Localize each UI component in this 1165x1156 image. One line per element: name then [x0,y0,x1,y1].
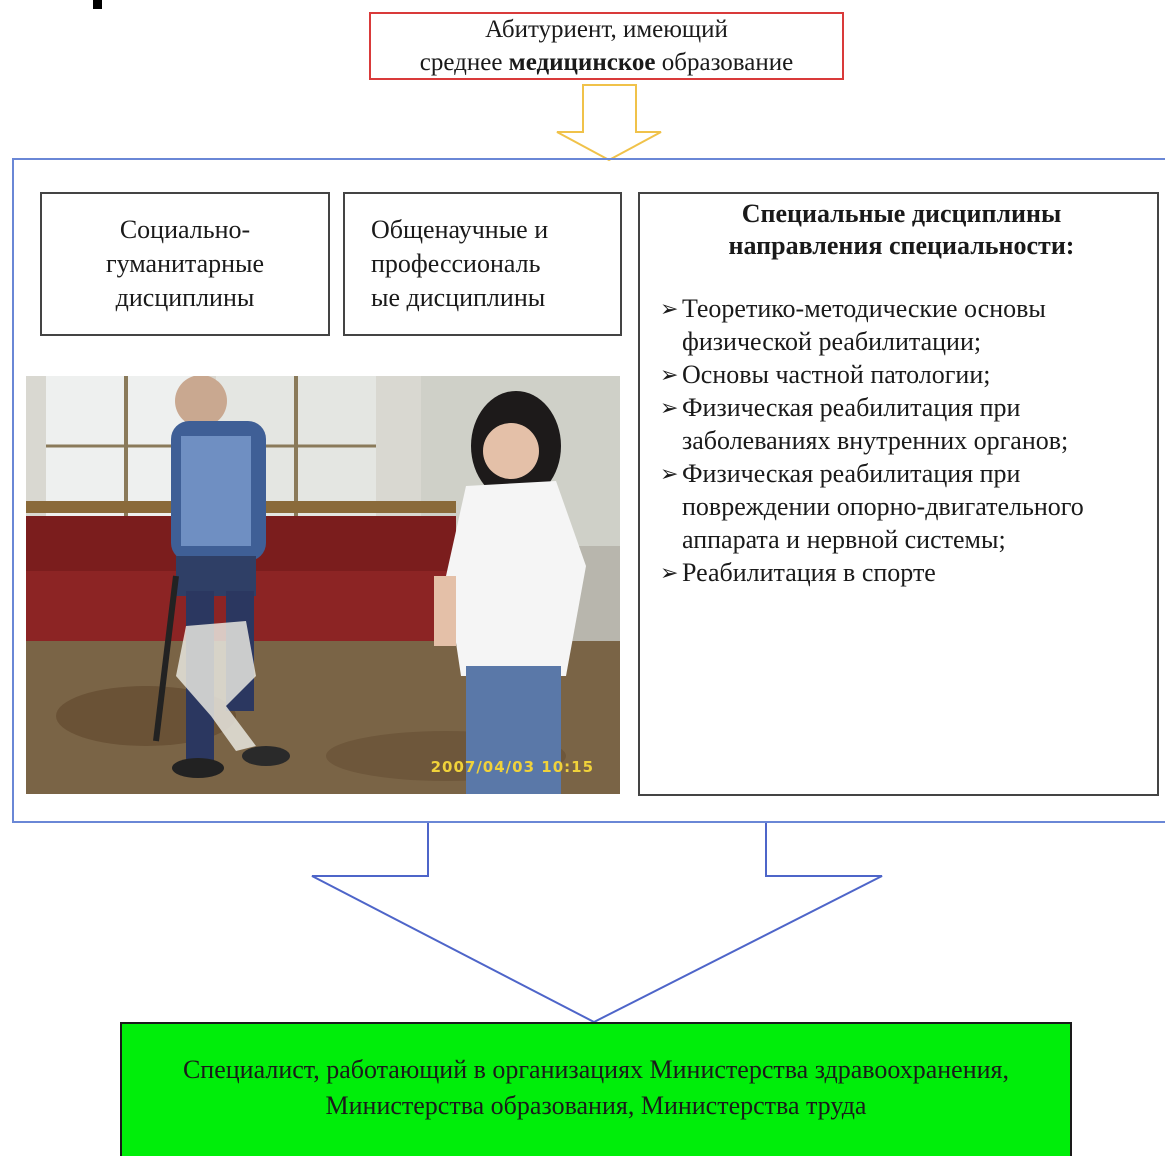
list-item: Физическая реабилитация при повреждении … [660,457,1143,556]
photo-timestamp: 2007/04/03 10:15 [430,758,594,776]
rehabilitation-photo: 2007/04/03 10:15 [26,376,620,794]
list-item: Теоретико-методические основы физической… [660,292,1143,358]
bottom-down-arrow [311,822,883,1024]
special-disciplines-title: Специальные дисциплины направления специ… [728,199,1075,260]
specialist-line-1: Специалист, работающий в организациях Ми… [182,1055,1010,1084]
special-disciplines-list: Теоретико-методические основы физической… [660,292,1143,589]
photo-illustration [26,376,620,794]
corner-mark [93,0,102,9]
applicant-line-2: среднее медицинское образование [419,49,794,76]
list-item: Реабилитация в спорте [660,556,1143,589]
list-item: Физическая реабилитация при заболеваниях… [660,391,1143,457]
specialist-line-2: Министерства образования, Министерства т… [325,1091,867,1120]
list-item: Основы частной патологии; [660,358,1143,391]
special-disciplines-box: Специальные дисциплины направления специ… [638,192,1159,796]
top-down-arrow [556,84,662,162]
applicant-box: Абитуриент, имеющий среднее медицинское … [369,12,844,80]
social-humanitarian-box: Социально- гуманитарные дисциплины [40,192,330,336]
general-professional-box: Общенаучные и профессиональ ые дисциплин… [343,192,622,336]
curriculum-frame [12,158,1165,823]
specialist-box: Специалист, работающий в организациях Ми… [120,1022,1072,1156]
applicant-line-1: Абитуриент, имеющий [485,16,728,43]
